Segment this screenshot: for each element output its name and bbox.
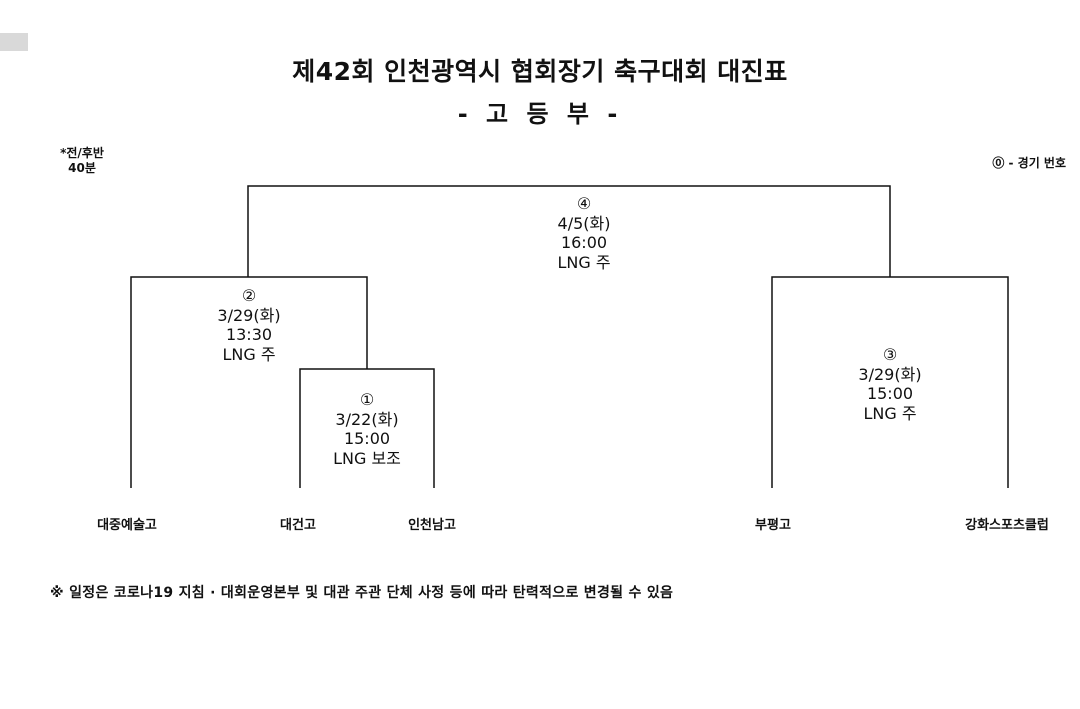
team-bupyeong-high: 부평고 [755, 518, 791, 533]
match-date: 4/5(화) [557, 213, 611, 233]
match-number: ③ [882, 345, 898, 364]
division-subtitle: - 고 등 부 - [457, 100, 623, 128]
page-title: 제42회 인천광역시 협회장기 축구대회 대진표 [292, 57, 788, 86]
team-daejung-arts-high: 대중예술고 [97, 518, 157, 533]
match-number: ② [241, 286, 257, 305]
match-1-info: ① 3/22(화) 15:00 LNG 보조 [302, 390, 432, 468]
team-ganghwa-sports-club: 강화스포츠클럽 [965, 518, 1049, 533]
bracket-line-match-2 [130, 276, 368, 488]
match-number-legend: ⓪ - 경기 번호 [992, 156, 1066, 170]
match-time: 15:00 [866, 384, 914, 403]
team-incheon-nam-high: 인천남고 [408, 518, 456, 533]
team-daegun-high: 대건고 [280, 518, 316, 533]
bracket-line-match-4 [247, 185, 891, 277]
match-time: 13:30 [225, 325, 273, 344]
duration-line-1: *전/후반 [60, 146, 104, 160]
match-venue: LNG 보조 [333, 448, 401, 468]
match-time: 15:00 [343, 429, 391, 448]
match-duration-note: *전/후반 40분 [50, 146, 114, 176]
match-2-info: ② 3/29(화) 13:30 LNG 주 [184, 286, 314, 364]
match-3-info: ③ 3/29(화) 15:00 LNG 주 [825, 345, 955, 423]
match-date: 3/29(화) [858, 364, 922, 384]
match-time: 16:00 [560, 233, 608, 252]
match-number: ① [359, 390, 375, 409]
schedule-change-footnote: ※ 일정은 코로나19 지침 · 대회운영본부 및 대관 주관 단체 사정 등에… [50, 585, 674, 601]
corner-tab [0, 33, 28, 51]
match-number: ④ [576, 194, 592, 213]
duration-line-2: 40분 [68, 161, 96, 175]
match-venue: LNG 주 [863, 403, 917, 423]
match-date: 3/22(화) [335, 409, 399, 429]
match-venue: LNG 주 [557, 252, 611, 272]
match-4-info: ④ 4/5(화) 16:00 LNG 주 [519, 194, 649, 272]
match-date: 3/29(화) [217, 305, 281, 325]
match-venue: LNG 주 [222, 344, 276, 364]
